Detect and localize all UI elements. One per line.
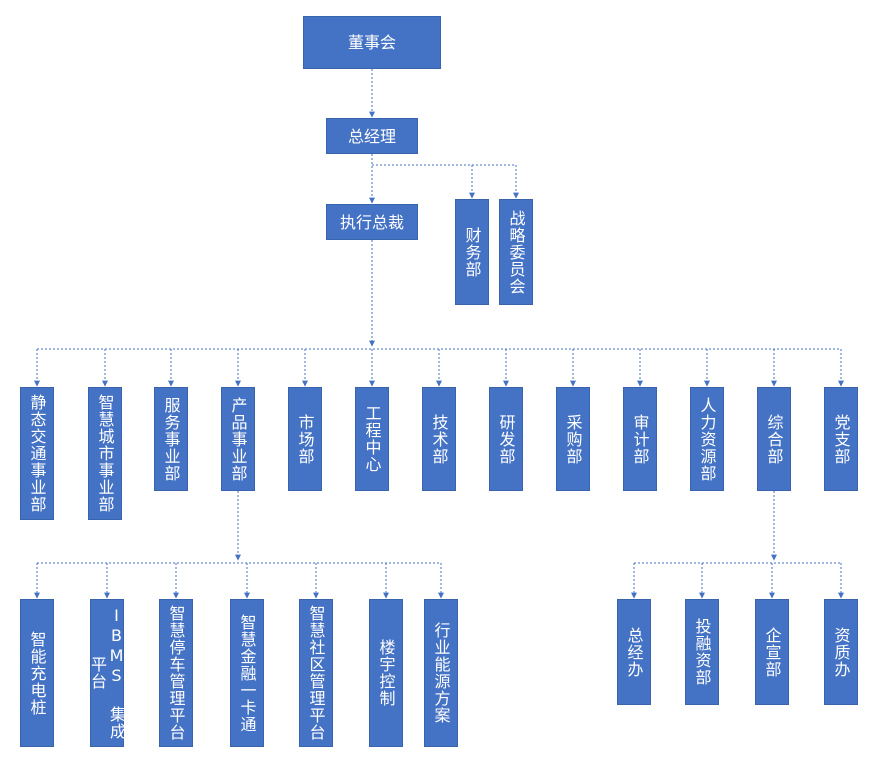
dept-hr: 人力资源部 [690, 387, 724, 491]
finance-box: 财务部 [455, 199, 489, 305]
strategy-committee-box: 战略委员会 [499, 199, 533, 305]
product-smart-parking: 智慧停车管理平台 [159, 599, 193, 747]
dept-rnd: 研发部 [489, 387, 523, 491]
product-building-control: 楼宇控制 [369, 599, 403, 747]
product-smart-community: 智慧社区管理平台 [299, 599, 333, 747]
dept-product: 产品事业部 [221, 387, 255, 491]
product-energy-solution: 行业能源方案 [424, 599, 458, 747]
product-smart-finance-card: 智慧金融一卡通 [230, 599, 264, 747]
dept-technology: 技术部 [422, 387, 456, 491]
ceo-box: 执行总裁 [326, 204, 418, 240]
board-box: 董事会 [303, 16, 441, 69]
admin-qualification-office: 资质办 [824, 599, 858, 705]
admin-investment-financing: 投融资部 [685, 599, 719, 705]
dept-audit: 审计部 [623, 387, 657, 491]
general-manager-box: 总经理 [326, 118, 418, 154]
dept-static-traffic: 静态交通事业部 [20, 387, 54, 520]
admin-publicity: 企宣部 [755, 599, 789, 705]
dept-general-affairs: 综合部 [757, 387, 791, 491]
product-ibms-platform: IBMS 集成平台 [88, 599, 126, 747]
dept-party-branch: 党支部 [824, 387, 858, 491]
dept-smart-city: 智慧城市事业部 [88, 387, 122, 520]
dept-procurement: 采购部 [556, 387, 590, 491]
admin-gm-office: 总经办 [617, 599, 651, 705]
dept-marketing: 市场部 [288, 387, 322, 491]
dept-service: 服务事业部 [154, 387, 188, 491]
product-charging-pile: 智能充电桩 [20, 599, 54, 747]
dept-engineering-center: 工程中心 [355, 387, 389, 491]
